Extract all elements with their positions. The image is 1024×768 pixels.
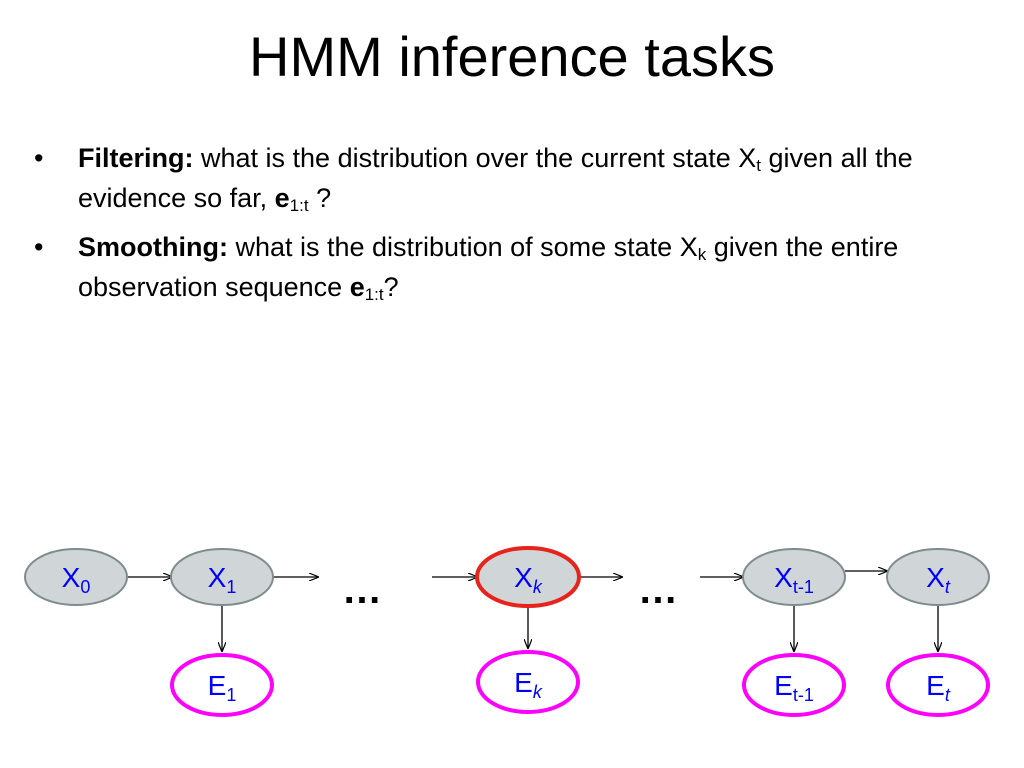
smoothing-text-b: given the entire observation sequence — [78, 232, 899, 302]
filtering-text-b: given all the evidence so far, — [78, 143, 913, 213]
evidence-node-e-1-label: E1 — [208, 670, 237, 705]
evidence-layer: E1 Ek Et-1 Et — [170, 650, 990, 717]
filtering-evidence-var: e — [274, 183, 290, 213]
bullet-filtering: • Filtering: what is the distribution ove… — [34, 138, 984, 218]
hidden-node-x-t-label: Xt — [926, 562, 951, 597]
bullet-marker: • — [34, 143, 44, 173]
ellipsis-left: … — [342, 568, 388, 612]
hidden-node-x-1 — [170, 548, 274, 606]
evidence-node-e-t1 — [742, 653, 846, 717]
hidden-node-x-0-label: X0 — [62, 562, 91, 597]
smoothing-sub-b: 1:t — [364, 285, 384, 304]
hidden-node-x-t — [886, 548, 990, 606]
term-smoothing: Smoothing: — [78, 232, 228, 262]
evidence-node-e-1 — [170, 653, 274, 717]
hidden-node-x-0 — [24, 548, 128, 606]
evidence-node-e-k-label: Ek — [514, 667, 543, 702]
hidden-node-x-k — [475, 546, 581, 608]
smoothing-text-c: ? — [383, 272, 399, 302]
bullet-list: • Filtering: what is the distribution ove… — [34, 138, 984, 316]
smoothing-evidence-var: e — [349, 272, 365, 302]
evidence-node-e-t-label: Et — [926, 670, 951, 705]
smoothing-text-a: what is the distribution of some state X — [227, 232, 698, 262]
bullet-smoothing: • Smoothing: what is the distribution of … — [34, 227, 984, 307]
filtering-text-a: what is the distribution over the curren… — [193, 143, 757, 173]
filtering-sub-a: t — [756, 156, 762, 175]
filtering-sub-b: 1:t — [289, 196, 309, 215]
evidence-node-e-t — [886, 653, 990, 717]
evidence-node-e-k — [476, 650, 580, 714]
hidden-node-x-1-label: X1 — [208, 562, 237, 597]
filtering-text-c: ? — [308, 183, 332, 213]
hidden-node-x-t1-label: Xt-1 — [774, 562, 814, 597]
slide-title: HMM inference tasks — [249, 25, 775, 88]
bullet-marker: • — [34, 232, 44, 262]
smoothing-sub-a: k — [697, 245, 707, 264]
ellipsis-right: … — [638, 568, 684, 612]
evidence-node-e-t1-label: Et-1 — [774, 670, 814, 705]
hidden-node-x-k-label: Xk — [514, 562, 543, 597]
term-filtering: Filtering: — [78, 143, 194, 173]
hidden-node-x-t1 — [742, 548, 846, 606]
hidden-state-layer: X0 X1 Xk Xt-1 Xt — [24, 546, 990, 608]
